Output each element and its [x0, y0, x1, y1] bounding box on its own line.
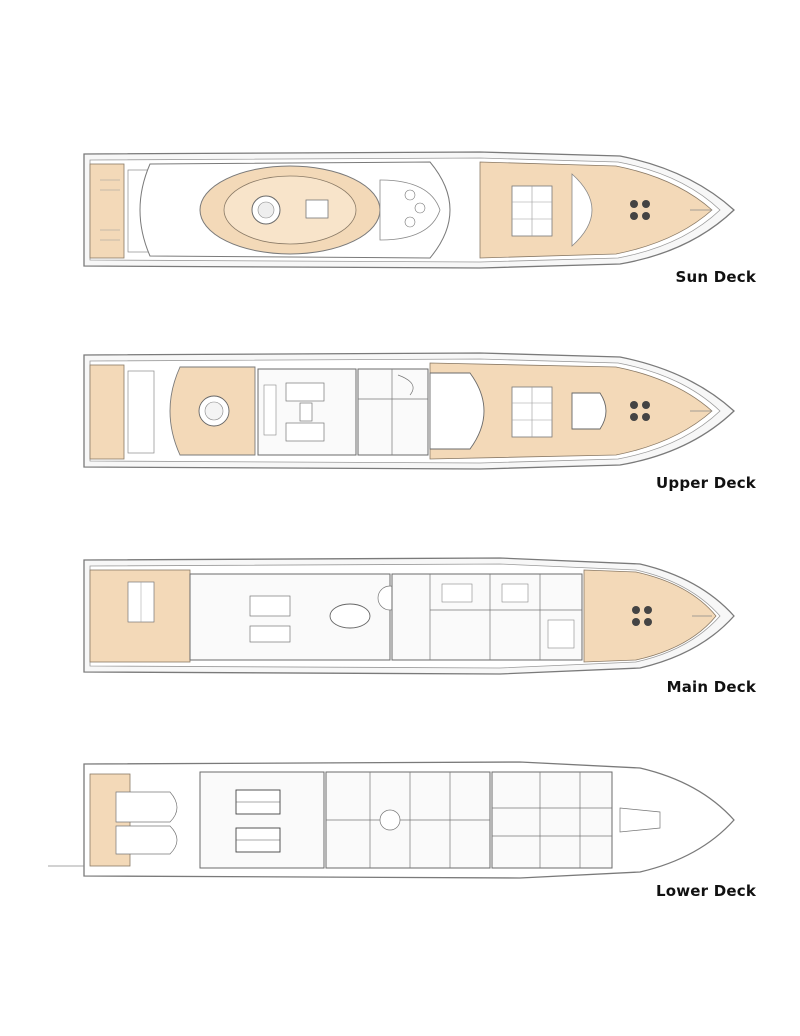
main-deck-bow-wood: [583, 569, 717, 663]
upper-deck-plan: Upper Deck: [0, 345, 800, 495]
main-deck-label: Main Deck: [666, 678, 756, 696]
sun-deck-drawing: [83, 151, 735, 269]
lower-deck-plan: Lower Deck: [0, 752, 800, 902]
sun-deck-stern-wood: [89, 163, 125, 259]
main-deck-dining-table: [329, 603, 371, 629]
upper-deck-tender: [571, 392, 607, 430]
upper-deck-label: Upper Deck: [656, 474, 756, 492]
sun-deck-label: Sun Deck: [675, 268, 756, 286]
main-deck-drawing: [83, 557, 735, 675]
upper-deck-drawing: [83, 352, 735, 470]
main-deck-plan: Main Deck: [0, 548, 800, 698]
lower-deck-crew: [491, 771, 613, 869]
lower-deck-label: Lower Deck: [655, 882, 756, 900]
lower-deck-engine-room: [199, 771, 325, 869]
sun-deck-pad: [305, 199, 329, 219]
sun-deck-plan: Sun Deck: [0, 140, 800, 290]
lower-deck-drawing: [48, 761, 735, 879]
